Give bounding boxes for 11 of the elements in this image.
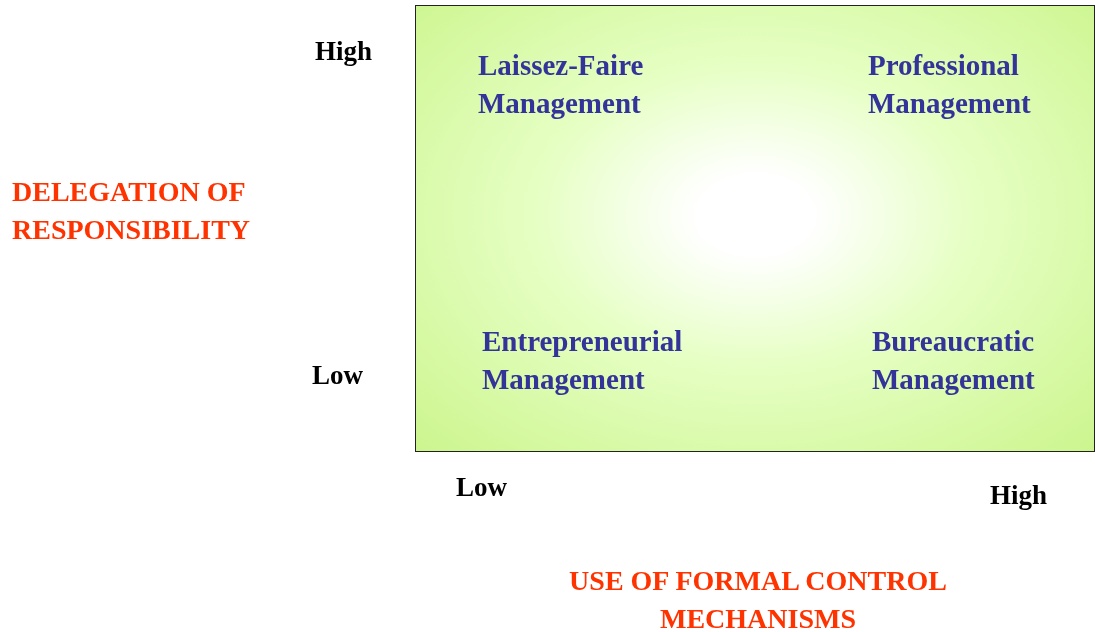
matrix-box: [415, 5, 1095, 452]
axis-tick-label: Low: [456, 472, 507, 503]
axis-tick-label: High: [990, 480, 1048, 511]
quadrant-label: Laissez-Faire Management: [478, 48, 645, 121]
axis-tick-label: Low: [312, 360, 363, 391]
axis-title: DELEGATION OF RESPONSIBILITY: [12, 175, 252, 247]
quadrant-label: Entrepreneurial Management: [482, 324, 682, 397]
quadrant-label: Bureaucratic Management: [872, 324, 1036, 397]
quadrant-label: Professional Management: [868, 48, 1032, 121]
axis-title: USE OF FORMAL CONTROL MECHANISMS: [568, 564, 948, 632]
axis-tick-label: High: [315, 36, 373, 67]
